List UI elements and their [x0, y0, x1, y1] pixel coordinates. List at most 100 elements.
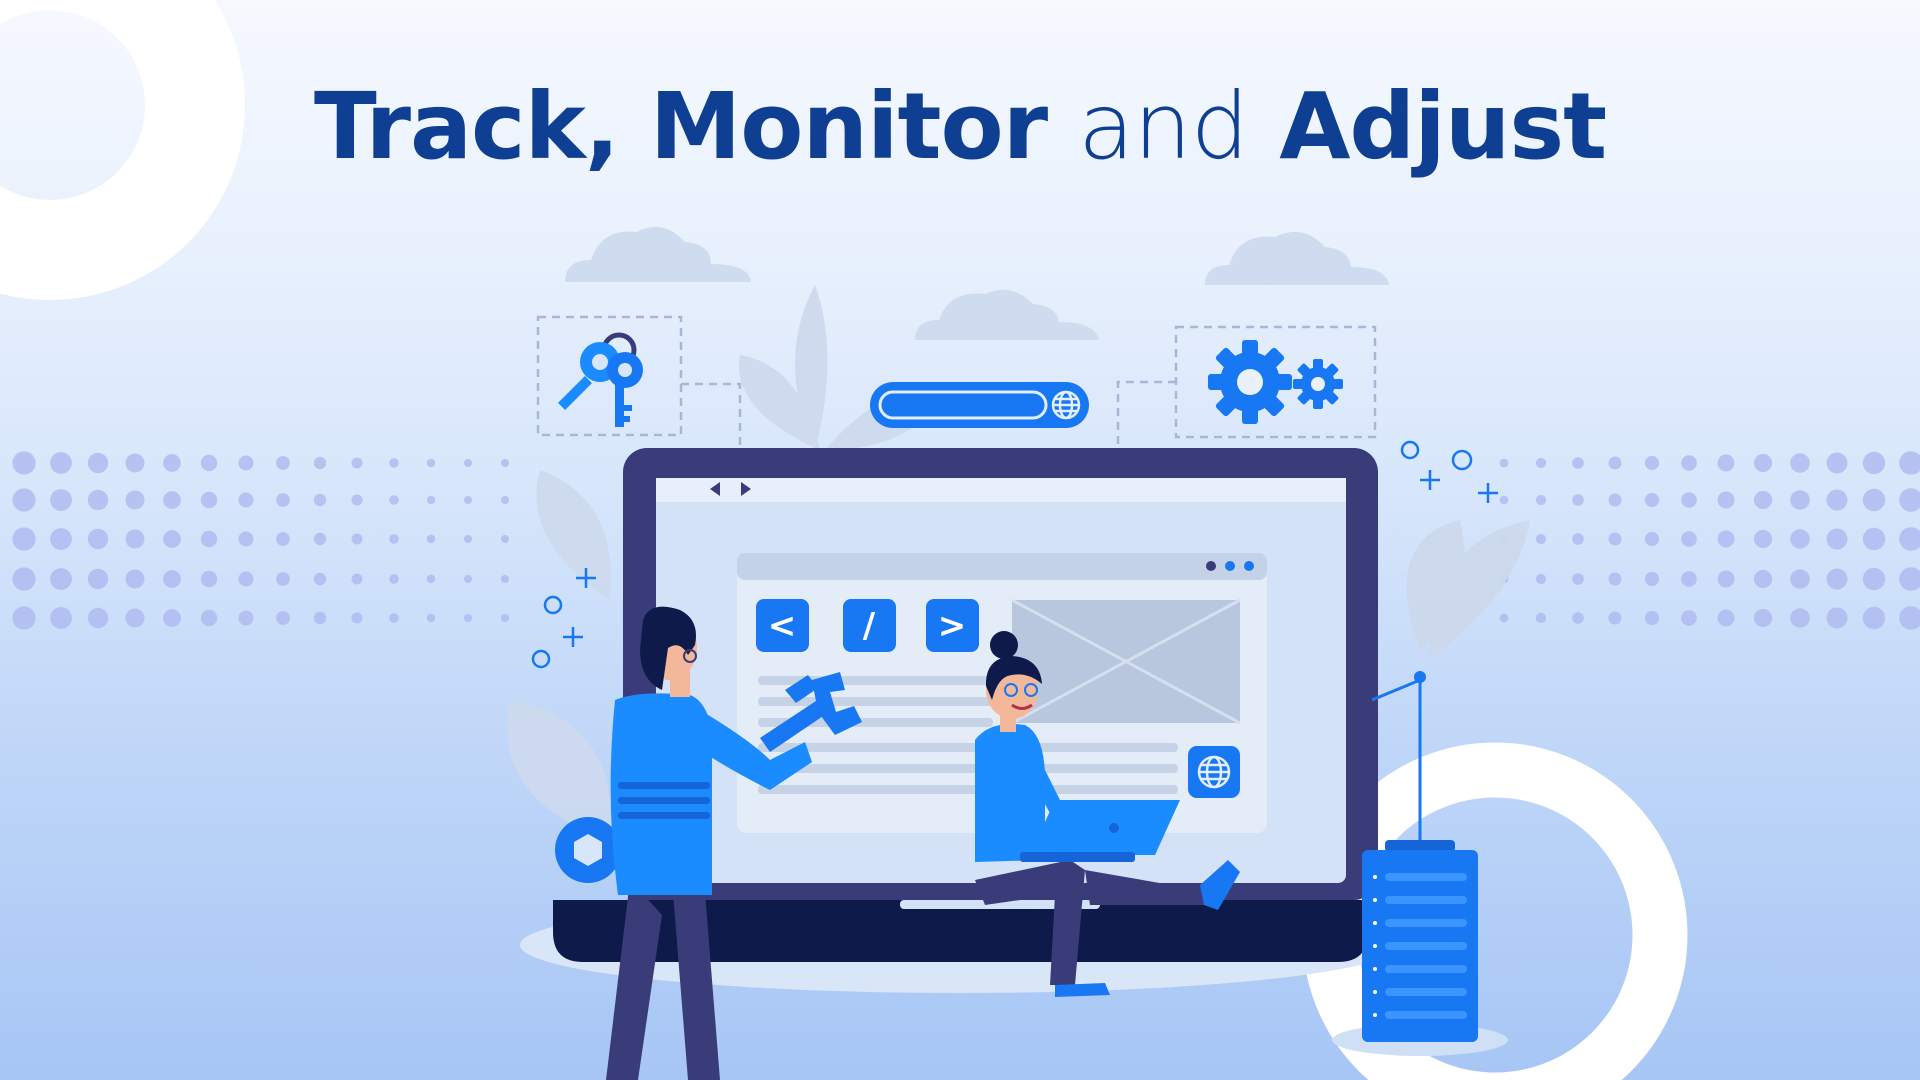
woman-character — [975, 631, 1240, 997]
code-button-slash-label: / — [863, 606, 876, 646]
pattern-dot — [1499, 458, 1509, 468]
pattern-dot — [1899, 606, 1920, 630]
pattern-dot — [1753, 490, 1773, 510]
cloud-icon — [560, 226, 1389, 340]
pattern-dot — [1899, 527, 1920, 551]
pattern-dot — [1535, 573, 1547, 585]
pattern-dot — [351, 494, 363, 506]
pattern-dot — [163, 570, 181, 588]
pattern-dot — [200, 491, 218, 509]
pattern-dot — [313, 532, 327, 546]
pattern-dot — [125, 490, 145, 510]
pattern-dot — [125, 529, 145, 549]
pattern-dot — [313, 572, 327, 586]
pattern-dot — [1753, 529, 1773, 549]
pattern-dot — [1535, 457, 1547, 469]
title-part-1: Track, Monitor — [313, 73, 1048, 180]
pattern-dot — [501, 614, 509, 622]
pattern-dot — [501, 535, 509, 543]
pattern-dot — [313, 611, 327, 625]
pattern-dot — [1535, 612, 1547, 624]
code-button-open — [756, 599, 809, 652]
pattern-dot — [1753, 453, 1773, 473]
code-button-slash — [843, 599, 896, 652]
pattern-dot — [50, 607, 72, 629]
pattern-dot — [389, 458, 399, 468]
pattern-dot — [1753, 569, 1773, 589]
pattern-dot — [1572, 573, 1584, 585]
pattern-dot — [1717, 491, 1735, 509]
pattern-dot — [238, 455, 254, 471]
decor-ring-topleft — [0, 0, 245, 300]
pattern-dot — [1535, 533, 1547, 545]
pattern-dot — [50, 528, 72, 550]
pattern-dot — [1862, 567, 1886, 591]
pattern-dot — [87, 568, 109, 590]
pattern-dot — [276, 532, 290, 546]
pattern-dot — [501, 575, 509, 583]
pattern-dot — [389, 574, 399, 584]
pattern-dot — [1790, 453, 1810, 473]
code-button-close-label: > — [938, 606, 967, 646]
pattern-dot — [200, 570, 218, 588]
pattern-dot — [1790, 490, 1810, 510]
wrench-icon — [760, 672, 862, 752]
pattern-dot — [1681, 455, 1697, 471]
pattern-dot — [426, 495, 436, 505]
title-part-2: and — [1078, 73, 1249, 180]
pattern-dot — [1826, 452, 1848, 474]
pattern-dot — [87, 607, 109, 629]
pattern-dot — [313, 493, 327, 507]
pattern-dot — [12, 451, 36, 475]
pattern-dot — [238, 571, 254, 587]
pattern-dot — [12, 606, 36, 630]
pattern-dot — [1572, 612, 1584, 624]
pattern-dot — [501, 496, 509, 504]
pattern-dot — [125, 608, 145, 628]
pattern-dot — [200, 530, 218, 548]
pattern-dot — [351, 457, 363, 469]
pattern-dot — [426, 458, 436, 468]
laptop-icon — [1020, 800, 1180, 862]
pattern-dot — [313, 456, 327, 470]
pattern-dot — [1681, 571, 1697, 587]
pattern-dot — [238, 531, 254, 547]
key-panel — [536, 315, 683, 437]
pattern-dot — [1535, 494, 1547, 506]
pattern-dot — [1717, 609, 1735, 627]
pattern-dot — [1717, 570, 1735, 588]
pattern-dot — [50, 489, 72, 511]
pattern-dot — [426, 534, 436, 544]
pattern-dot — [1681, 492, 1697, 508]
pattern-dot — [1572, 533, 1584, 545]
pattern-dot — [1499, 613, 1509, 623]
pattern-dot — [1499, 495, 1509, 505]
pattern-dot — [238, 610, 254, 626]
pattern-dot — [50, 452, 72, 474]
pattern-dot — [12, 488, 36, 512]
dot-pattern — [12, 451, 1920, 630]
pattern-dot — [1826, 568, 1848, 590]
pattern-dot — [1862, 488, 1886, 512]
pattern-dot — [426, 574, 436, 584]
pattern-dot — [351, 573, 363, 585]
code-button-open-label: < — [768, 606, 797, 646]
pattern-dot — [1572, 457, 1584, 469]
man-character — [606, 606, 862, 1080]
pattern-dot — [1753, 608, 1773, 628]
pattern-dot — [1572, 494, 1584, 506]
pattern-dot — [351, 533, 363, 545]
nut-icon — [555, 817, 621, 883]
pattern-dot — [1608, 532, 1622, 546]
pattern-dot — [464, 496, 472, 504]
pattern-dot — [1717, 530, 1735, 548]
pattern-dot — [12, 567, 36, 591]
pattern-dot — [1826, 528, 1848, 550]
pattern-dot — [501, 459, 509, 467]
pattern-dot — [87, 528, 109, 550]
pattern-dot — [1644, 492, 1660, 508]
pattern-dot — [1717, 454, 1735, 472]
pattern-dot — [464, 459, 472, 467]
code-button-close — [926, 599, 979, 652]
server-icon — [1332, 671, 1508, 1056]
